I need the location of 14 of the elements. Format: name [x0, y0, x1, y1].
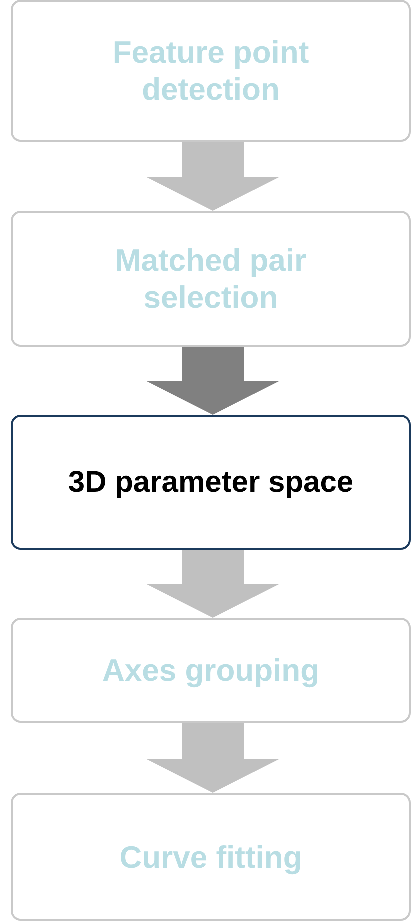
process-box — [11, 793, 411, 921]
process-box — [11, 415, 411, 550]
arrow — [146, 347, 280, 415]
step-label: Matched pair selection — [114, 242, 308, 316]
step-label: Axes grouping — [102, 652, 320, 689]
arrow — [146, 550, 280, 618]
process-box — [11, 211, 411, 347]
process-box — [11, 618, 411, 723]
step-label: Curve fitting — [120, 838, 302, 876]
arrow — [146, 723, 280, 793]
process-box — [11, 0, 411, 142]
step-label: Feature point detection — [112, 34, 310, 108]
step-label: 3D parameter space — [68, 465, 354, 501]
arrow — [146, 142, 280, 211]
